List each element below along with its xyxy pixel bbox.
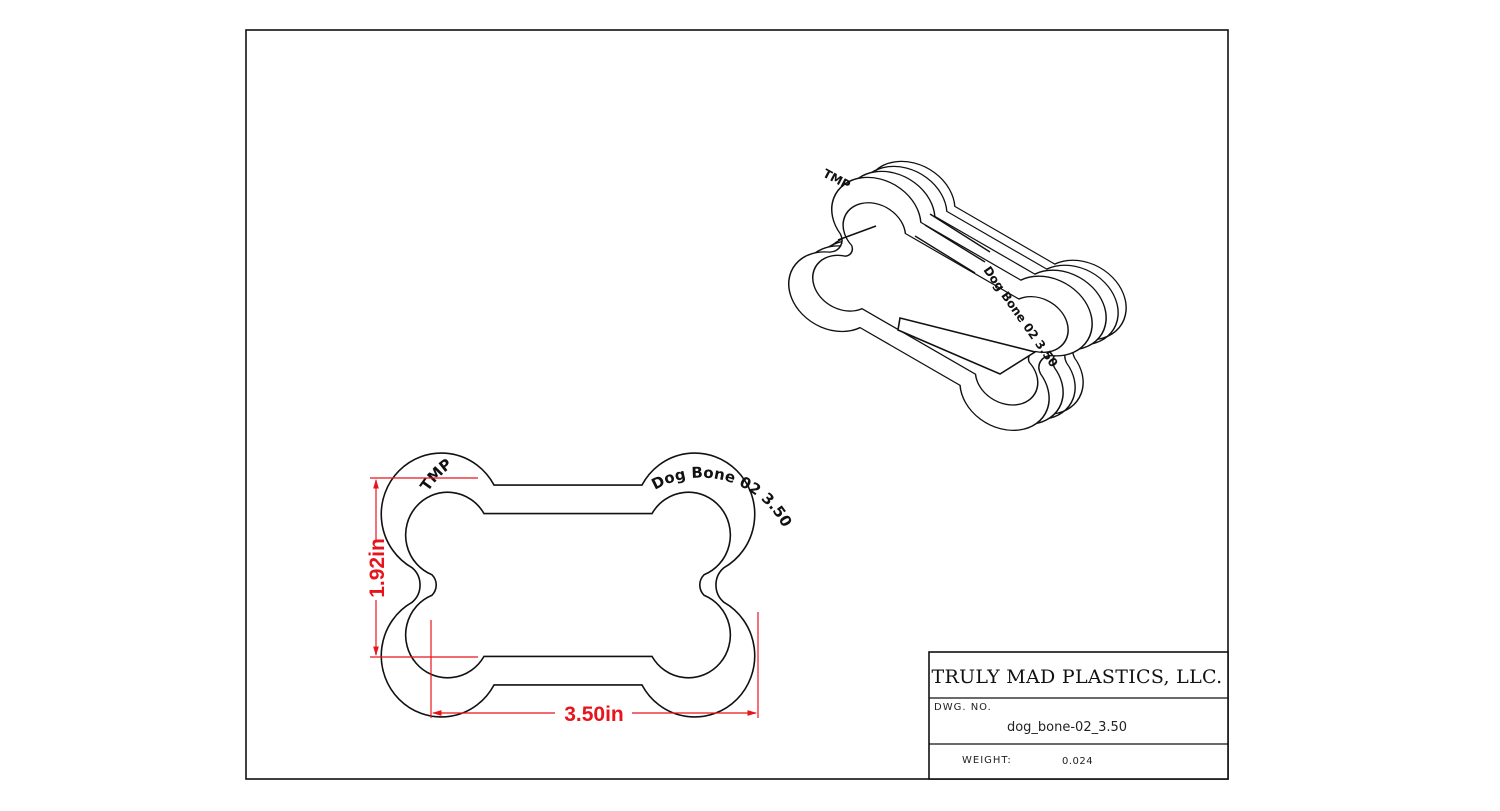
- iso-emboss-tmp: TMP: [821, 166, 853, 192]
- weight-label: WEIGHT:: [962, 755, 1012, 766]
- front-view: TMP Dog Bone 02 3.50 1.92in 3.50in: [366, 452, 796, 726]
- height-dimension: 1.92in: [366, 477, 478, 658]
- title-block: TRULY MAD PLASTICS, LLC. DWG. NO. dog_bo…: [928, 651, 1229, 780]
- width-dimension-label: 3.50in: [564, 703, 624, 726]
- dwg-no-value: dog_bone-02_3.50: [1007, 720, 1127, 735]
- weight-value: 0.024: [1062, 756, 1093, 767]
- dwg-no-label: DWG. NO.: [934, 702, 992, 713]
- front-emboss-tmp: TMP: [416, 455, 455, 494]
- width-dimension: 3.50in: [430, 612, 759, 726]
- isometric-view: TMP Dog Bone 02 3.50: [773, 144, 1142, 447]
- sheet-border: [245, 29, 1229, 780]
- height-dimension-label: 1.92in: [366, 538, 389, 598]
- company-name: TRULY MAD PLASTICS, LLC.: [931, 666, 1222, 688]
